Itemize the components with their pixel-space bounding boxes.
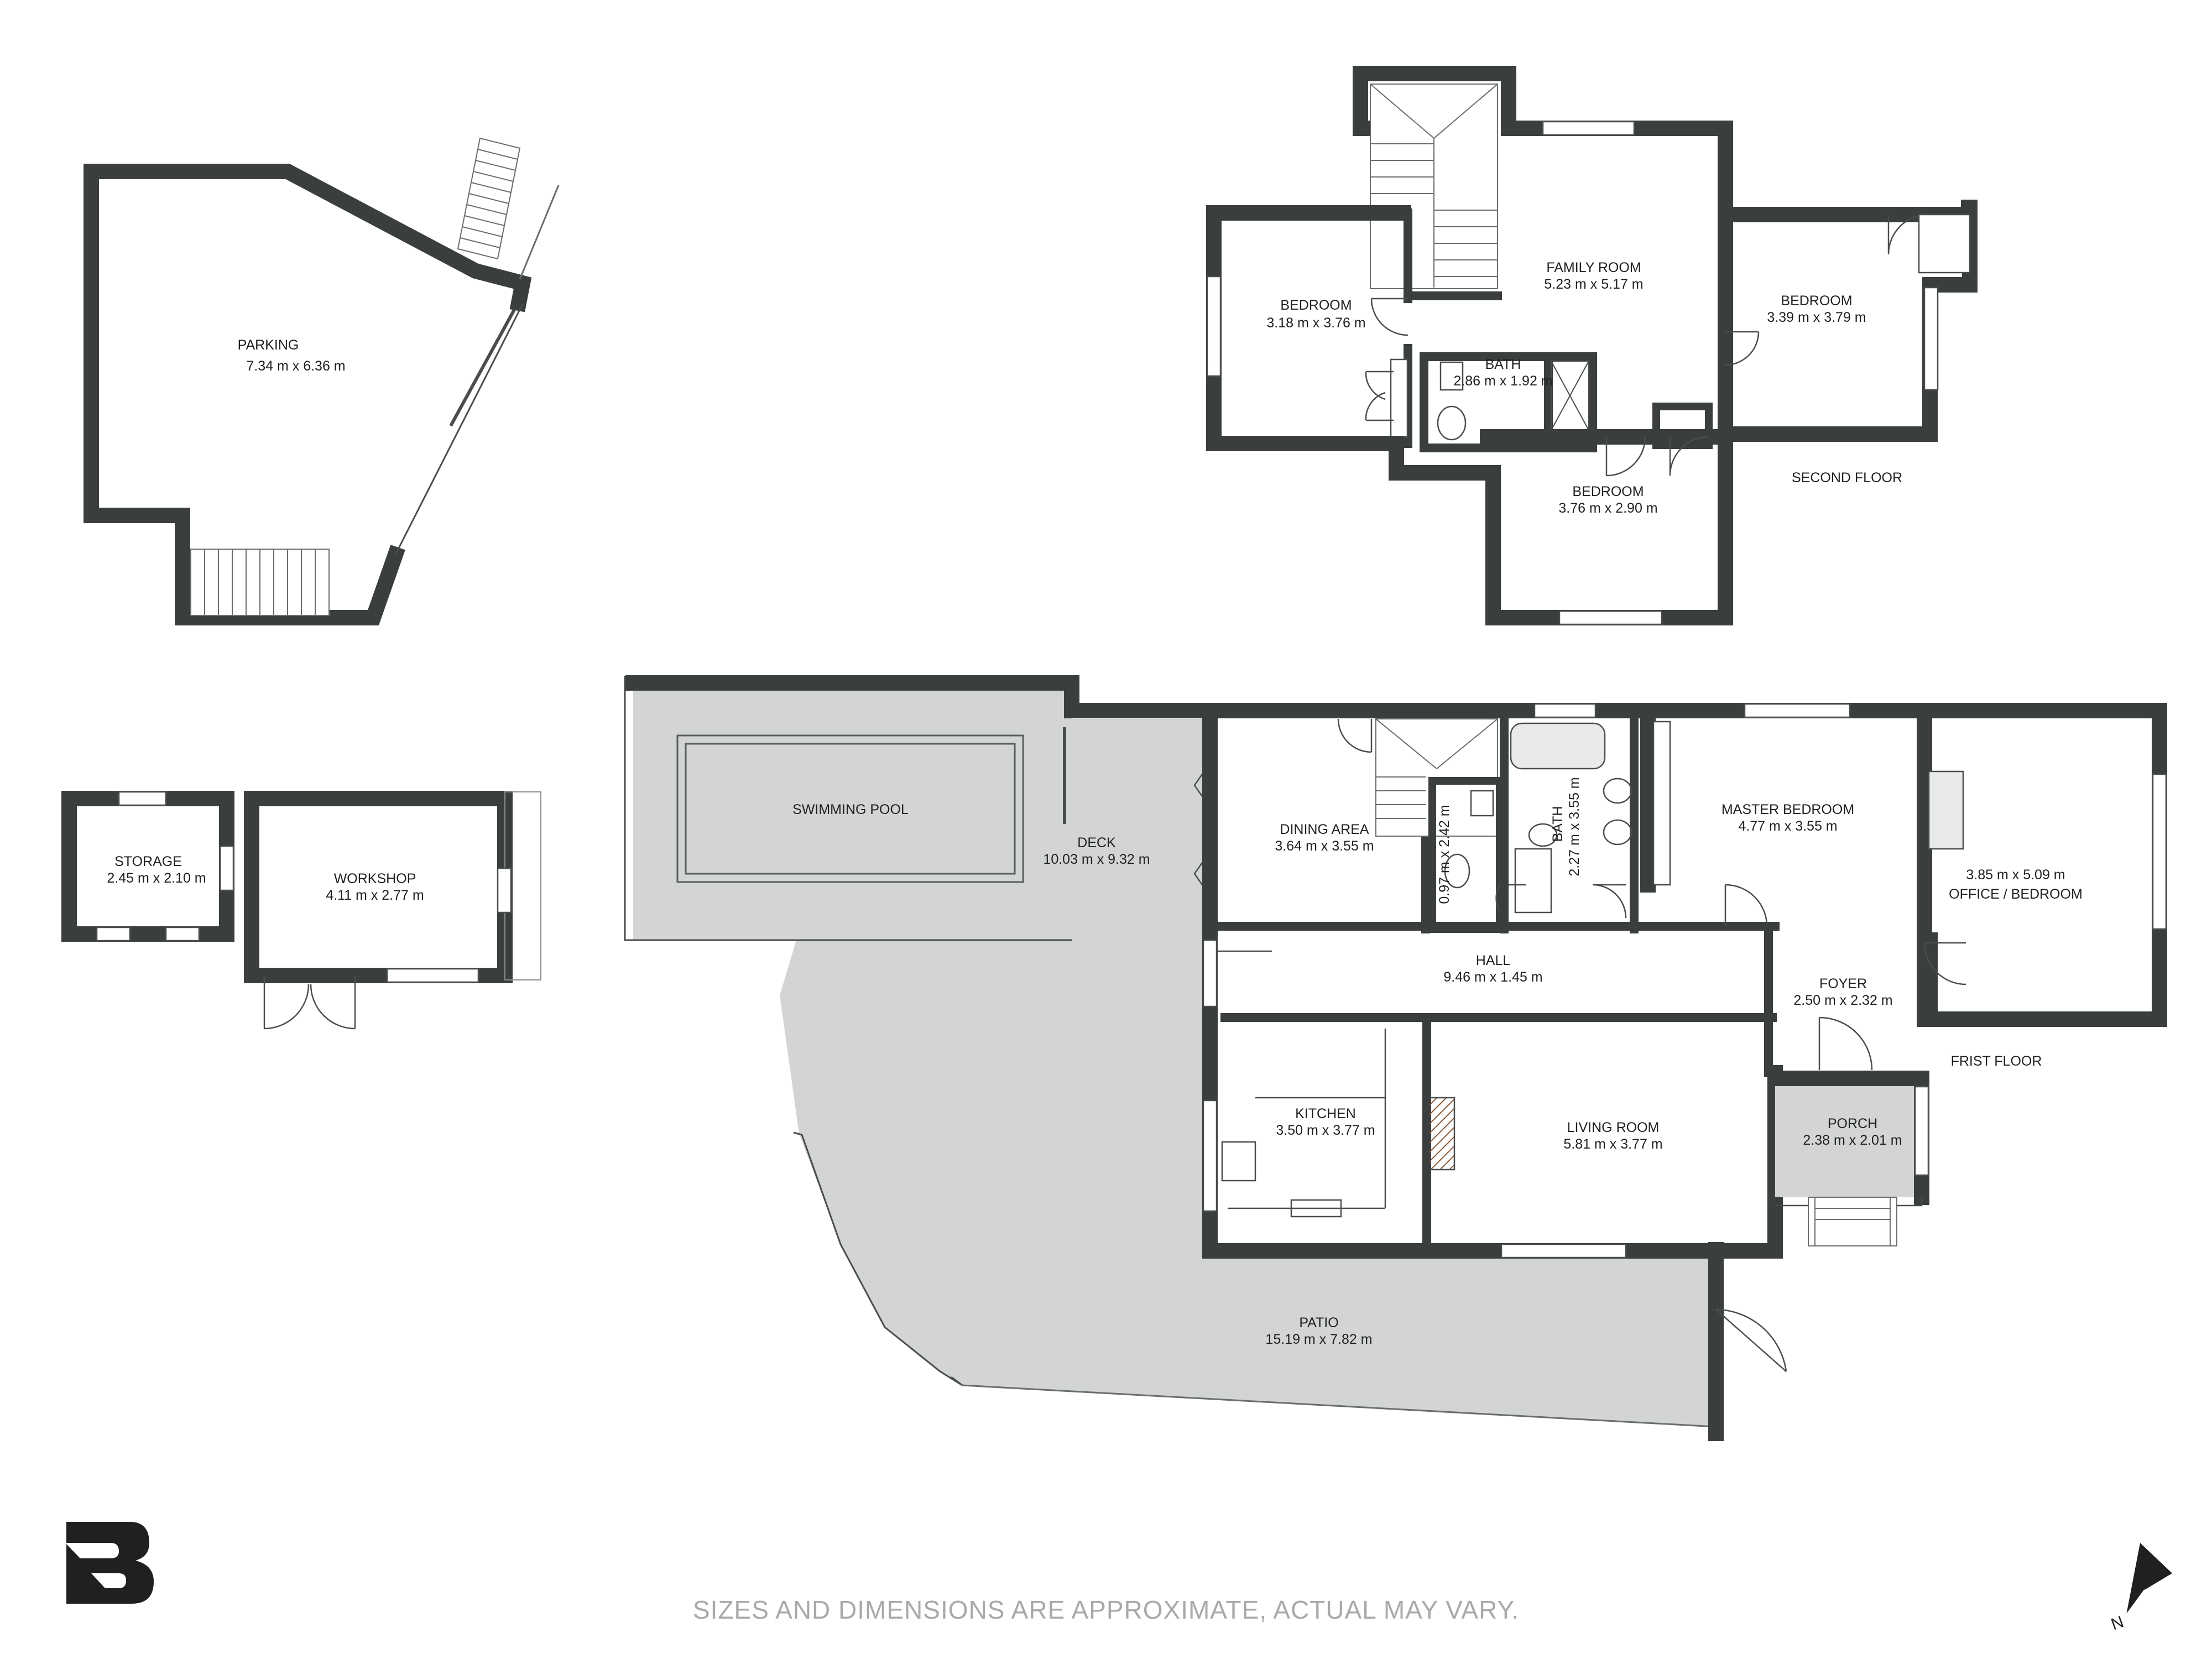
workshop-double-door[interactable]: [263, 975, 356, 1030]
deck-name: DECK: [1077, 835, 1116, 851]
brand-logo-icon: [65, 1522, 154, 1604]
workshop-name: WORKSHOP: [334, 871, 416, 886]
dining-area-name: DINING AREA: [1280, 822, 1369, 837]
patio-name: PATIO: [1299, 1315, 1338, 1331]
living-room-dim: 5.81 m x 3.77 m: [1563, 1136, 1662, 1152]
second-floor-label: SECOND FLOOR: [1792, 470, 1902, 486]
storage-structure: [61, 791, 234, 942]
deck-dim: 10.03 m x 9.32 m: [1043, 852, 1150, 867]
office-bedroom-dim: 3.85 m x 5.09 m: [1966, 867, 2065, 883]
bath-second-name: BATH: [1485, 357, 1521, 372]
patio-area: [780, 940, 1716, 1427]
foyer-dim: 2.50 m x 2.32 m: [1793, 993, 1892, 1008]
bedroom-west-name: BEDROOM: [1280, 298, 1352, 313]
living-room-name: LIVING ROOM: [1567, 1120, 1660, 1135]
first-floor: [1202, 703, 2167, 1259]
workshop-structure: [244, 791, 541, 1030]
parking-stairs-bottom: [190, 549, 330, 616]
parking-structure: [84, 137, 560, 625]
porch-dim: 2.38 m x 2.01 m: [1803, 1133, 1902, 1148]
bedroom-south-dim: 3.76 m x 2.90 m: [1558, 500, 1657, 516]
second-floor: [1206, 66, 1978, 625]
master-bedroom-dim: 4.77 m x 3.55 m: [1738, 818, 1837, 834]
parking-stairs-top: [457, 137, 521, 260]
north-compass-icon: [2126, 1543, 2172, 1615]
swimming-pool: [676, 734, 1024, 883]
bath-first-dim: 2.27 m x 3.55 m: [1567, 777, 1582, 876]
workshop-dim: 4.11 m x 2.77 m: [326, 888, 424, 903]
wc-dim: 0.97 m x 2.42 m: [1437, 805, 1452, 904]
dining-area-dim: 3.64 m x 3.55 m: [1275, 838, 1374, 854]
bedroom-east-name: BEDROOM: [1781, 293, 1852, 309]
family-room-dim: 5.23 m x 5.17 m: [1544, 276, 1643, 292]
parking-name: PARKING: [238, 337, 299, 353]
master-bedroom-name: MASTER BEDROOM: [1721, 802, 1854, 817]
kitchen-dim: 3.50 m x 3.77 m: [1276, 1123, 1375, 1138]
office-bedroom-name: OFFICE / BEDROOM: [1949, 886, 2083, 902]
parking-dim: 7.34 m x 6.36 m: [246, 358, 345, 374]
porch-name: PORCH: [1828, 1116, 1877, 1131]
porch-steps: [1808, 1197, 1897, 1246]
hall-dim: 9.46 m x 1.45 m: [1443, 969, 1542, 985]
bedroom-south-name: BEDROOM: [1572, 484, 1644, 499]
storage-dim: 2.45 m x 2.10 m: [107, 870, 206, 886]
disclaimer-text: SIZES AND DIMENSIONS ARE APPROXIMATE, AC…: [693, 1595, 1519, 1624]
kitchen-name: KITCHEN: [1295, 1106, 1356, 1121]
swimming-pool-name: SWIMMING POOL: [792, 802, 909, 817]
patio-dim: 15.19 m x 7.82 m: [1265, 1332, 1372, 1347]
porch-area: [1775, 1078, 1922, 1197]
family-room-name: FAMILY ROOM: [1546, 260, 1641, 275]
first-floor-label: FRIST FLOOR: [1951, 1053, 2042, 1069]
compass-label: N: [2109, 1613, 2126, 1634]
foyer-name: FOYER: [1819, 976, 1867, 992]
bath-first-name: BATH: [1550, 806, 1566, 842]
outdoor-areas: [624, 675, 1787, 1441]
bedroom-west-dim: 3.18 m x 3.76 m: [1266, 315, 1365, 331]
bedroom-east-dim: 3.39 m x 3.79 m: [1767, 310, 1866, 325]
storage-name: STORAGE: [114, 854, 182, 869]
bath-second-dim: 2.86 m x 1.92 m: [1453, 373, 1552, 389]
second-floor-stairs: [1370, 84, 1498, 289]
hall-name: HALL: [1476, 953, 1511, 968]
